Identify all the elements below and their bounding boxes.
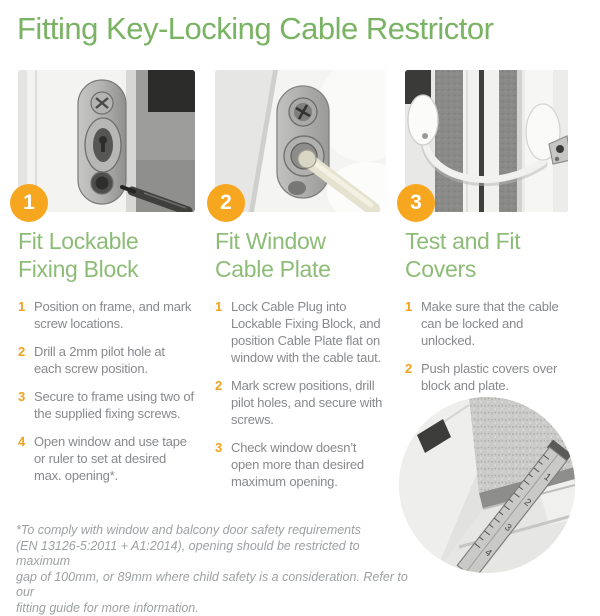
left-cover-icon — [408, 95, 438, 145]
page-title: Fitting Key-Locking Cable Restrictor — [17, 11, 493, 47]
step-heading-2: Fit Window Cable Plate — [215, 227, 386, 283]
item-number: 2 — [18, 343, 34, 360]
item-text: Mark screw positions, drill pilot holes,… — [231, 377, 386, 428]
list-item: 1 Make sure that the cable can be locked… — [405, 298, 573, 349]
step-heading-1: Fit Lockable Fixing Block — [18, 227, 195, 283]
step-list-3: 1 Make sure that the cable can be locked… — [405, 298, 573, 405]
item-text: Lock Cable Plug into Lockable Fixing Blo… — [231, 298, 386, 366]
item-text: Make sure that the cable can be locked a… — [421, 298, 573, 349]
photo-tape-measure-opening: 1 2 3 4 — [399, 397, 575, 573]
photo-cable-plate: 2 — [215, 70, 386, 212]
item-number: 2 — [405, 360, 421, 377]
item-text: Open window and use tape or ruler to set… — [34, 433, 195, 484]
step-badge-2: 2 — [207, 184, 245, 222]
footnote-line: gap of 100mm, or 89mm where child safety… — [16, 570, 408, 601]
footnote-line: *To comply with window and balcony door … — [16, 523, 408, 539]
footnote-line: fitting guide for more information. — [16, 601, 408, 616]
step-badge-3: 3 — [397, 184, 435, 222]
list-item: 1 Position on frame, and mark screw loca… — [18, 298, 195, 332]
item-number: 2 — [215, 377, 231, 394]
step-heading-3: Test and Fit Covers — [405, 227, 573, 283]
step-list-1: 1 Position on frame, and mark screw loca… — [18, 298, 195, 495]
item-number: 4 — [18, 433, 34, 450]
step-column-2: 2 Fit Window Cable Plate 1 Lock Cable Pl… — [215, 70, 386, 501]
list-item: 2 Drill a 2mm pilot hole at each screw p… — [18, 343, 195, 377]
step-list-2: 1 Lock Cable Plug into Lockable Fixing B… — [215, 298, 386, 501]
fitting-guide-page: Fitting Key-Locking Cable Restrictor — [0, 0, 600, 600]
list-item: 4 Open window and use tape or ruler to s… — [18, 433, 195, 484]
photo-fixing-block: 1 — [18, 70, 195, 212]
item-number: 3 — [18, 388, 34, 405]
step-badge-1: 1 — [10, 184, 48, 222]
list-item: 3 Secure to frame using two of the suppl… — [18, 388, 195, 422]
list-item: 3 Check window doesn’t open more than de… — [215, 439, 386, 490]
item-text: Position on frame, and mark screw locati… — [34, 298, 195, 332]
tape-measure-photo-illustration: 1 2 3 4 — [399, 397, 575, 573]
list-item: 1 Lock Cable Plug into Lockable Fixing B… — [215, 298, 386, 366]
item-text: Push plastic covers over block and plate… — [421, 360, 573, 394]
item-number: 3 — [215, 439, 231, 456]
item-number: 1 — [18, 298, 34, 315]
list-item: 2 Push plastic covers over block and pla… — [405, 360, 573, 394]
photo-fitted-restrictor: 3 — [405, 70, 573, 212]
step-column-1: 1 Fit Lockable Fixing Block 1 Position o… — [18, 70, 195, 501]
footnote: *To comply with window and balcony door … — [16, 523, 408, 616]
item-text: Secure to frame using two of the supplie… — [34, 388, 195, 422]
list-item: 2 Mark screw positions, drill pilot hole… — [215, 377, 386, 428]
fixing-block-photo-illustration — [18, 70, 195, 212]
footnote-line: (EN 13126-5:2011 + A1:2014), opening sho… — [16, 539, 408, 570]
item-text: Check window doesn’t open more than desi… — [231, 439, 386, 490]
item-number: 1 — [215, 298, 231, 315]
item-text: Drill a 2mm pilot hole at each screw pos… — [34, 343, 195, 377]
item-number: 1 — [405, 298, 421, 315]
